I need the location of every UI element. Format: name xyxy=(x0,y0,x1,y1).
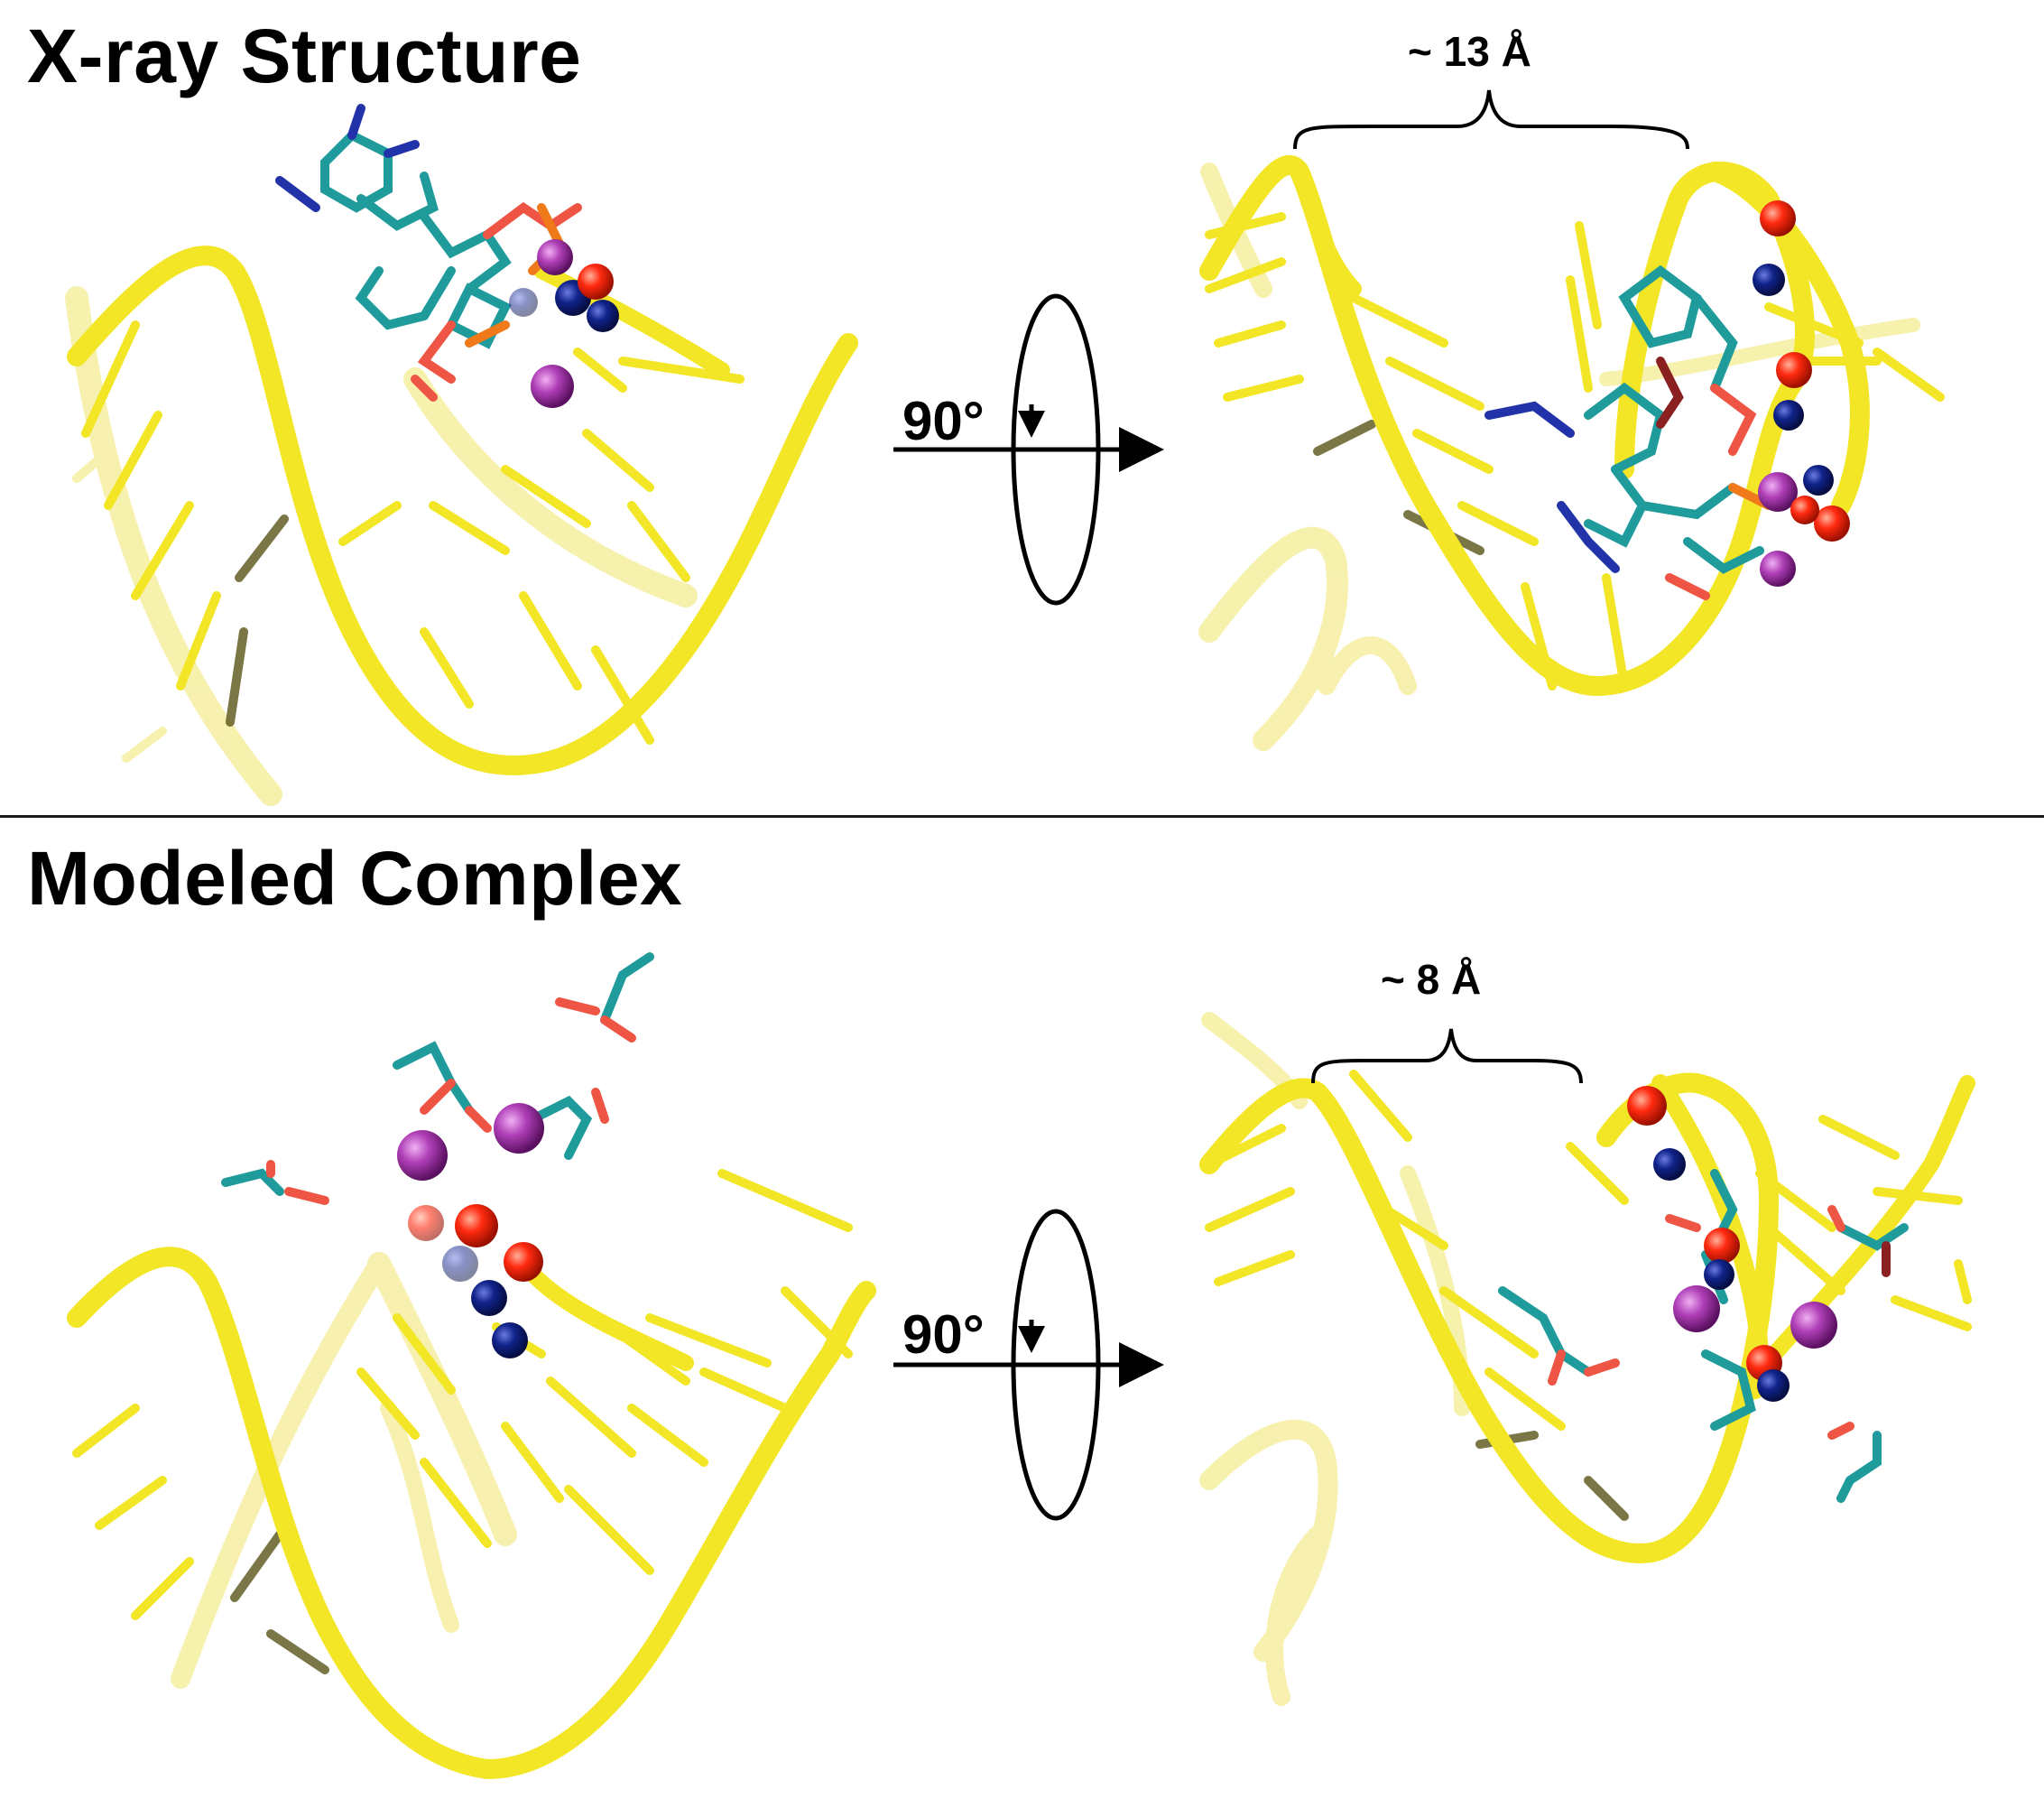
metal-ion-sphere xyxy=(531,365,574,408)
metal-ion-sphere xyxy=(1758,472,1798,512)
metal-ion-sphere xyxy=(494,1103,544,1154)
base-pair-rungs xyxy=(81,320,745,745)
metal-ion-sphere xyxy=(1673,1285,1720,1332)
panel-title-xray: X-ray Structure xyxy=(27,14,582,98)
ligand-fragments xyxy=(221,952,654,1205)
panel-divider xyxy=(0,815,2044,818)
panel-title-modeled: Modeled Complex xyxy=(27,836,683,921)
rna-backbone-front xyxy=(67,246,858,775)
distance-label-bottom: ~ 8 Å xyxy=(1381,956,1482,1003)
rotation-label-bottom: 90° xyxy=(902,1304,985,1365)
metal-ion-sphere xyxy=(1790,1302,1837,1349)
base-pair-rungs-modeled-rotated xyxy=(1205,1070,1972,1431)
oxygen-sphere xyxy=(1627,1086,1667,1126)
distance-bracket-top xyxy=(1293,89,1689,150)
modeled-front-view xyxy=(67,952,876,1780)
ligand-sticks xyxy=(275,104,582,402)
rna-backbone-rotated xyxy=(1199,155,1815,697)
rna-backbone-modeled xyxy=(67,1247,876,1780)
metal-ion-sphere xyxy=(537,239,573,275)
rna-backbone-modeled-rotated xyxy=(1199,1072,1780,1563)
xray-front-view xyxy=(65,104,858,806)
rotation-arrow-bottom xyxy=(893,1209,1164,1521)
rotation-arrow-top xyxy=(893,293,1164,606)
rotation-label-top: 90° xyxy=(902,391,985,451)
distance-bracket-bottom xyxy=(1311,1028,1583,1084)
oxygen-sphere xyxy=(504,1242,543,1282)
ligand-sticks-rotated xyxy=(1484,264,1773,600)
xray-rotated-view xyxy=(1198,89,1945,751)
oxygen-sphere xyxy=(1760,200,1796,236)
ligand-fragments-rotated xyxy=(1498,1169,1909,1503)
modeled-rotated-view xyxy=(1199,1012,1975,1706)
metal-ion-sphere xyxy=(397,1130,448,1181)
distance-label-top: ~ 13 Å xyxy=(1408,28,1531,75)
